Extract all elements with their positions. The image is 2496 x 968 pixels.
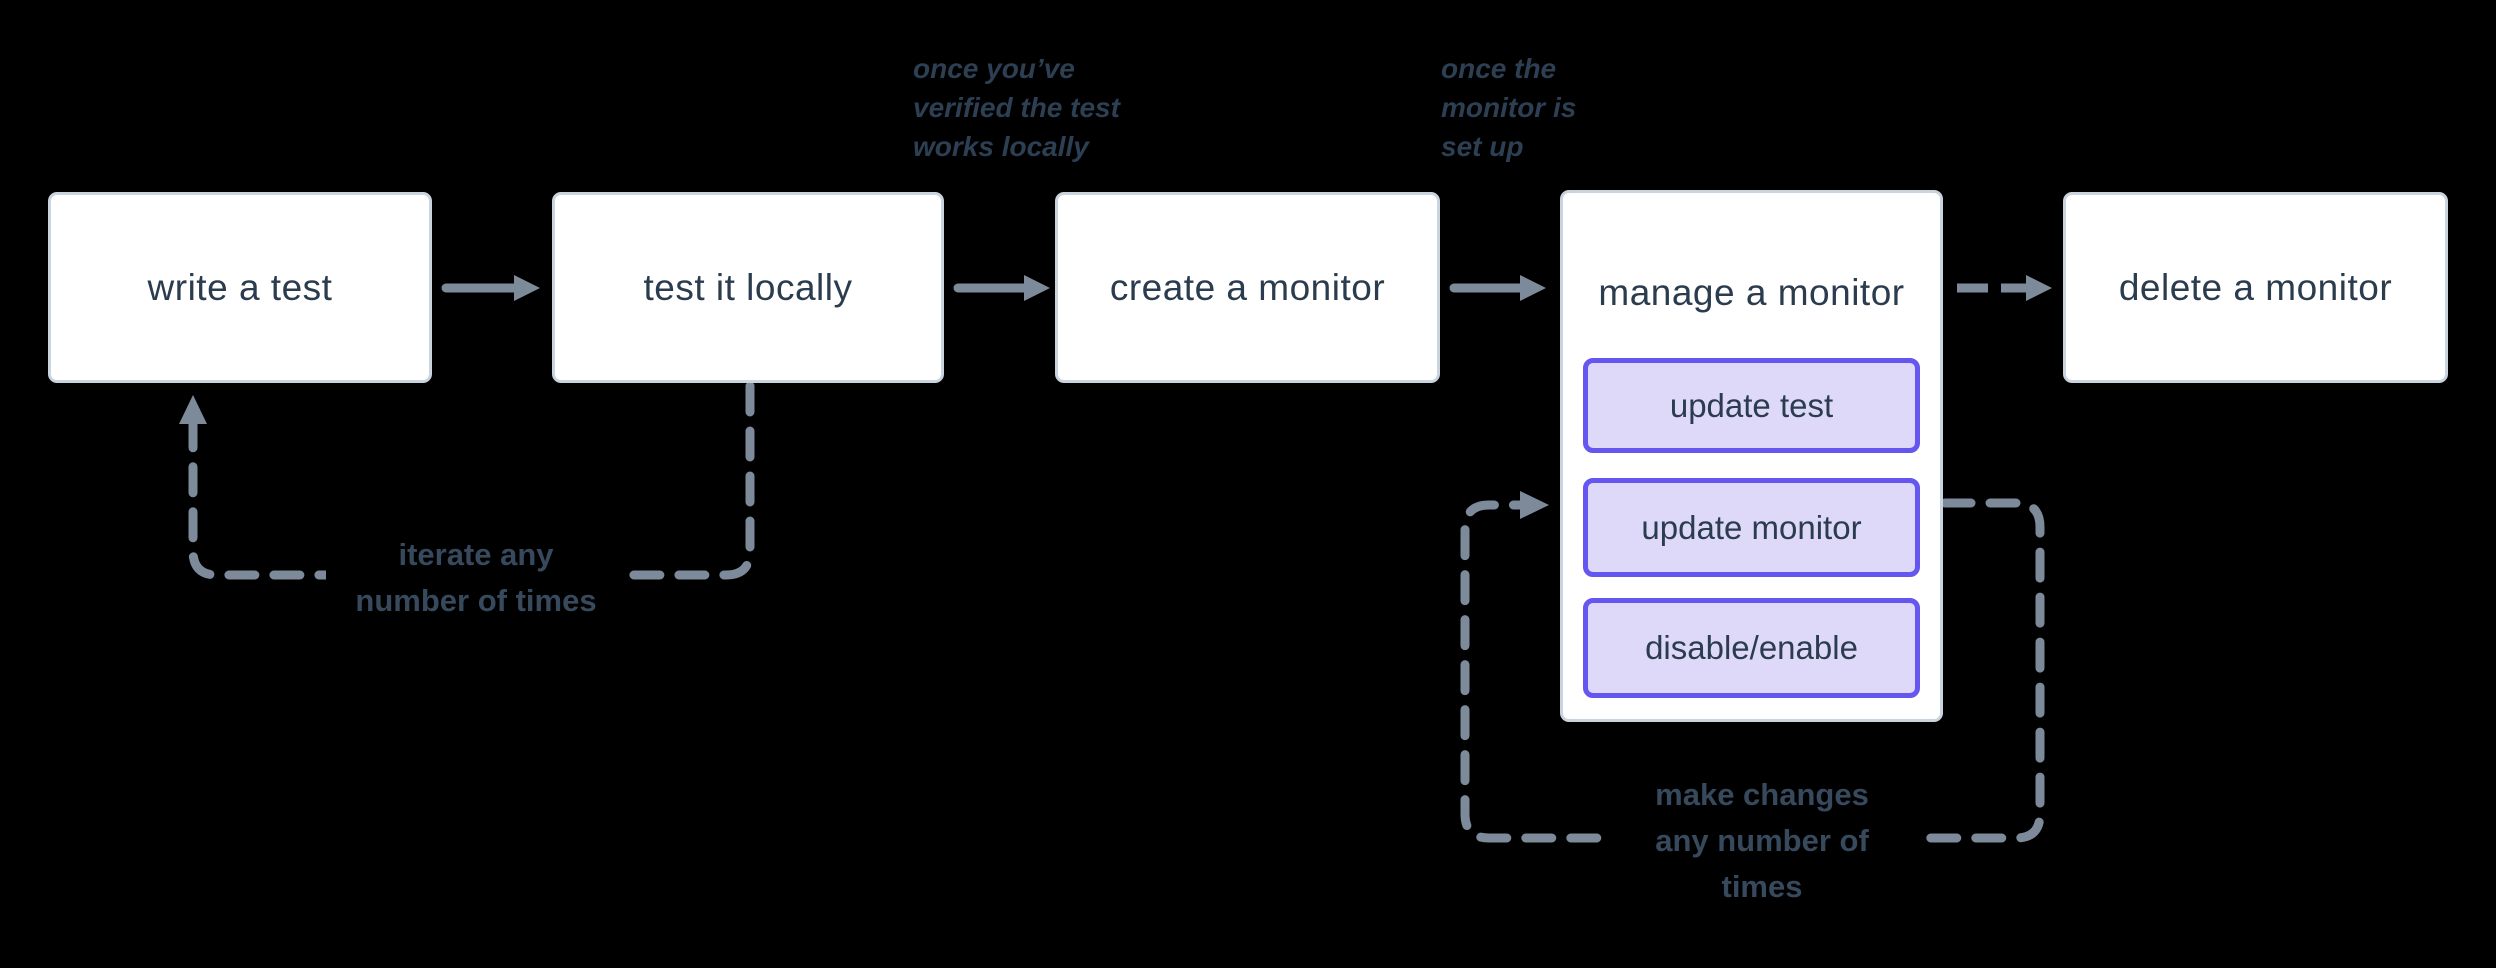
arrow-head-icon — [1520, 491, 1549, 519]
arrow-head-icon — [1024, 275, 1050, 301]
subnode-label: update test — [1669, 386, 1834, 424]
arrow-test-to-create — [953, 275, 1050, 301]
node-write-a-test: write a test — [48, 192, 432, 383]
annotation-line: works locally — [913, 131, 1089, 162]
arrow-create-to-manage — [1449, 275, 1546, 301]
node-label: test it locally — [643, 266, 853, 308]
annotation-line: once you’ve — [913, 53, 1075, 84]
annotation-line: once the — [1441, 53, 1557, 84]
node-test-it-locally: test it locally — [552, 192, 944, 383]
subnode-label: disable/enable — [1645, 629, 1858, 666]
arrow-head-icon — [1520, 275, 1546, 301]
subnode-update-test: update test — [1583, 358, 1920, 453]
annotation-line: monitor is — [1441, 92, 1577, 123]
arrow-write-to-test — [441, 275, 540, 301]
annotation-monitor-set-up: once the monitor is set up — [1441, 49, 1576, 166]
loop-label-line: make changes — [1655, 777, 1869, 812]
arrow-head-icon — [179, 395, 207, 424]
annotation-verified-locally: once you’ve verified the test works loca… — [913, 49, 1120, 166]
subnode-label: update monitor — [1641, 508, 1862, 546]
loop-label-line: iterate any — [398, 537, 554, 572]
annotation-line: set up — [1441, 131, 1524, 162]
arrow-head-icon — [2026, 275, 2052, 301]
node-label: manage a monitor — [1598, 272, 1905, 313]
annotation-line: verified the test — [913, 92, 1120, 123]
make-changes-loop-label: make changes any number of times — [1602, 772, 1922, 910]
loop-label-line: any number of — [1655, 823, 1869, 858]
node-label: create a monitor — [1109, 266, 1386, 308]
arrow-head-icon — [514, 275, 540, 301]
dashed-arrow-manage-to-delete — [1957, 275, 2052, 301]
node-delete-a-monitor: delete a monitor — [2063, 192, 2448, 383]
node-label: write a test — [147, 266, 333, 308]
node-label: delete a monitor — [2118, 266, 2393, 308]
node-create-a-monitor: create a monitor — [1055, 192, 1440, 383]
iterate-loop-label: iterate any number of times — [326, 532, 626, 624]
loop-label-line: times — [1721, 869, 1803, 904]
loop-label-line: number of times — [355, 583, 597, 618]
manage-title-row: manage a monitor — [1563, 193, 1940, 393]
node-manage-a-monitor: manage a monitor update test update moni… — [1560, 190, 1943, 722]
subnode-disable-enable: disable/enable — [1583, 598, 1920, 698]
subnode-update-monitor: update monitor — [1583, 478, 1920, 577]
